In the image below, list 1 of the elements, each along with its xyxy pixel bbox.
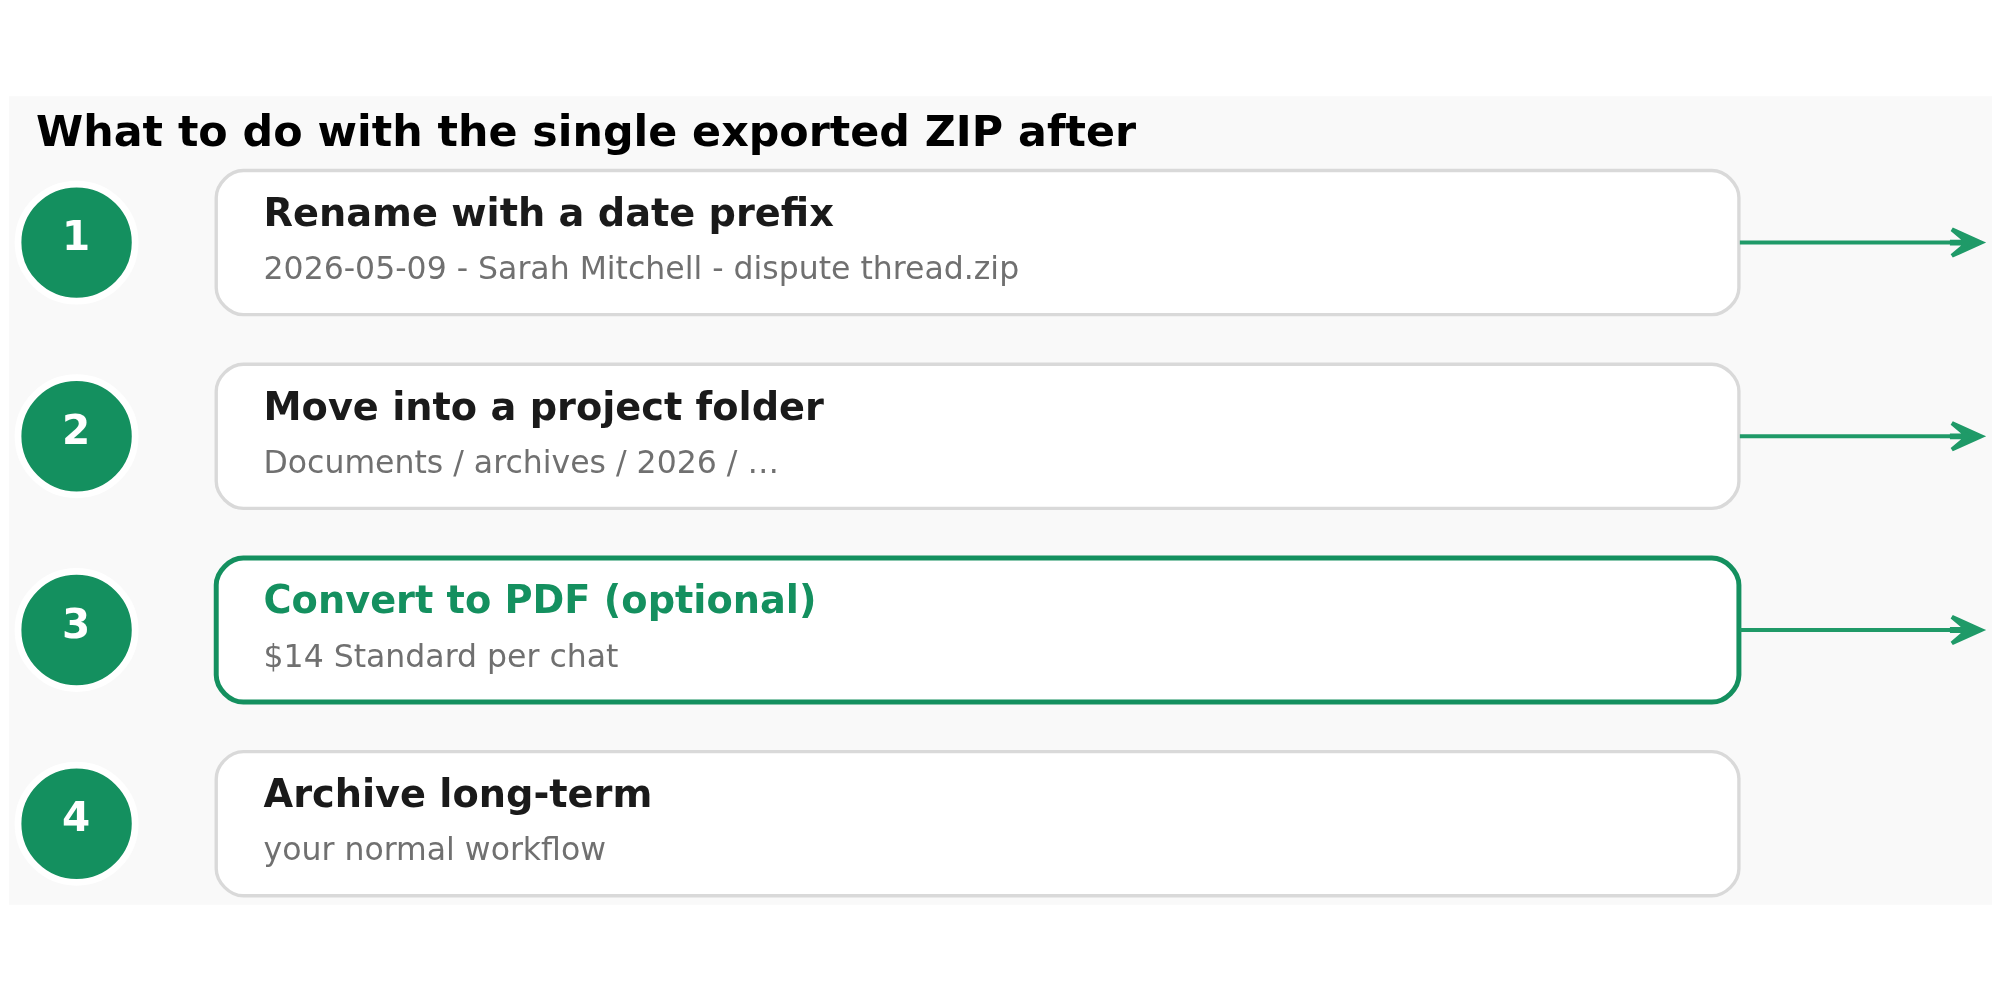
diagram-title: What to do with the single exported ZIP after	[35, 105, 1136, 156]
